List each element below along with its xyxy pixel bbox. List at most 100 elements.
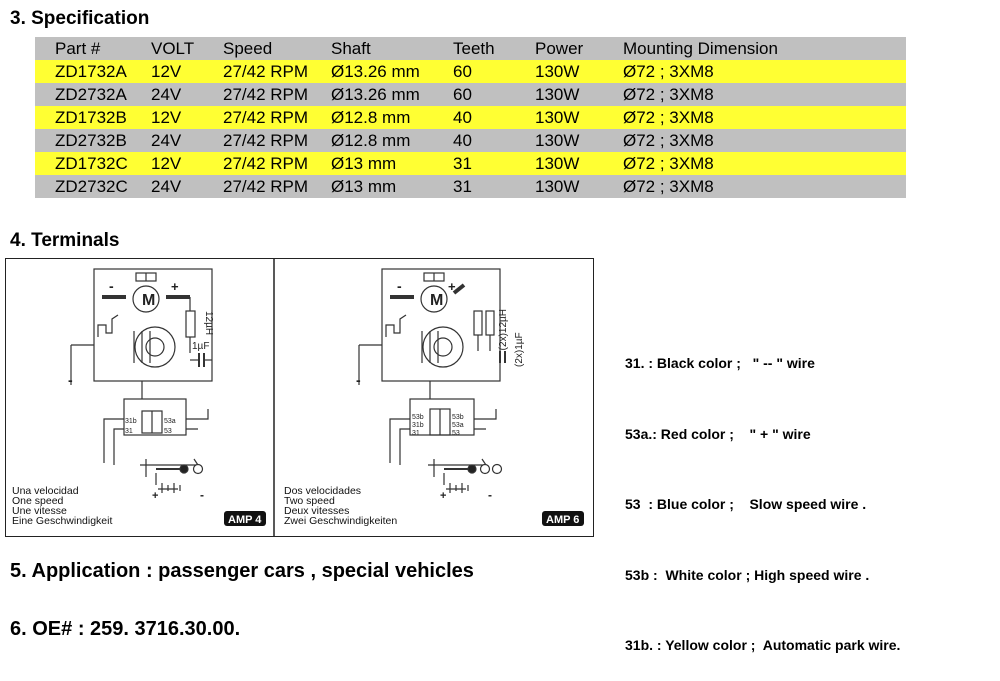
- terminal-31: 31: [125, 428, 133, 435]
- section-title-specification: 3. Specification: [10, 8, 150, 29]
- caption-line: Zwei Geschwindigkeiten: [284, 515, 397, 527]
- inductor-label: (2x)12µH: [498, 309, 509, 350]
- table-cell: 130W: [535, 176, 580, 196]
- table-cell: 130W: [535, 153, 580, 173]
- table-cell: Ø13.26 mm: [331, 84, 420, 104]
- table-cell: 130W: [535, 84, 580, 104]
- table-cell: ZD1732A: [55, 61, 127, 81]
- caption-line: Eine Geschwindigkeit: [12, 515, 112, 527]
- caption-line: Deux vitesses: [284, 505, 349, 517]
- motor-icon: [132, 285, 160, 313]
- table-cell: Ø72 ; 3XM8: [623, 107, 714, 127]
- table-cell: Ø12.8 mm: [331, 107, 411, 127]
- table-cell: 27/42 RPM: [223, 176, 309, 196]
- wiring-diagram-two-speed: [358, 268, 506, 493]
- column-header: VOLT: [151, 38, 195, 58]
- section-title-oe-number: 6. OE# : 259. 3716.30.00.: [10, 618, 241, 640]
- table-cell: 12V: [151, 107, 182, 127]
- legend-item: 31b. : Yellow color ; Automatic park wir…: [625, 637, 901, 653]
- section-title-application: 5. Application : passenger cars , specia…: [10, 560, 474, 582]
- table-cell: 40: [453, 130, 472, 150]
- column-header: Mounting Dimension: [623, 38, 778, 58]
- legend-item: 53a.: Red color ; " + " wire: [625, 425, 811, 442]
- table-cell: Ø72 ; 3XM8: [623, 61, 714, 81]
- table-cell: Ø72 ; 3XM8: [623, 153, 714, 173]
- terminal-53a: 53a: [164, 418, 176, 425]
- motor-icon: [420, 285, 448, 313]
- table-cell: Ø13 mm: [331, 153, 397, 173]
- section-title-terminals: 4. Terminals: [10, 230, 120, 251]
- table-cell: ZD1732B: [55, 107, 127, 127]
- table-cell: 31: [453, 153, 472, 173]
- table-cell: 27/42 RPM: [223, 84, 309, 104]
- column-header: Power: [535, 38, 584, 58]
- terminal-31: 31: [412, 430, 420, 437]
- terminal-31b: 31b: [412, 422, 424, 429]
- column-header: Speed: [223, 38, 273, 58]
- table-cell: 12V: [151, 61, 182, 81]
- specification-table: Part # VOLT Speed Shaft Teeth Power Moun…: [35, 37, 906, 198]
- table-cell: 24V: [151, 84, 182, 104]
- table-cell: 24V: [151, 176, 182, 196]
- motor-label: M: [430, 292, 443, 309]
- ground-minus-label: -: [68, 372, 73, 388]
- caption-line: One speed: [12, 495, 64, 507]
- capacitor-label: (2x)1µF: [514, 332, 525, 367]
- table-cell: ZD2732C: [55, 176, 128, 196]
- table-cell: ZD2732B: [55, 130, 127, 150]
- wiring-diagram-one-speed: [70, 268, 213, 493]
- table-cell: 60: [453, 61, 472, 81]
- inductor-label: 12µH: [203, 311, 214, 335]
- battery-minus-label: -: [488, 488, 492, 502]
- table-cell: 24V: [151, 130, 182, 150]
- table-cell: 130W: [535, 107, 580, 127]
- capacitor-label: 1µF: [192, 341, 209, 352]
- table-cell: ZD2732A: [55, 84, 127, 104]
- wire-color-legend: 31. : Black color ; " -- " wire 53a.: Re…: [625, 305, 900, 681]
- table-cell: Ø72 ; 3XM8: [623, 176, 714, 196]
- amp-badge: AMP 4: [228, 514, 262, 526]
- plus-label: +: [171, 279, 179, 294]
- table-cell: 27/42 RPM: [223, 153, 309, 173]
- table-cell: Ø12.8 mm: [331, 130, 411, 150]
- terminal-53b: 53b: [412, 414, 424, 421]
- motor-label: M: [142, 292, 155, 309]
- legend-item: 53 : Blue color ; Slow speed wire .: [625, 496, 867, 512]
- table-row: ZD2732C 24V 27/42 RPM Ø13 mm 31 130W Ø72…: [35, 175, 906, 198]
- table-cell: Ø13 mm: [331, 176, 397, 196]
- terminal-53: 53: [452, 430, 460, 437]
- caption-line: Two speed: [284, 495, 335, 507]
- ground-minus-label: -: [356, 372, 361, 388]
- terminal-31b: 31b: [125, 418, 137, 425]
- table-cell: 27/42 RPM: [223, 61, 309, 81]
- minus-label: -: [397, 278, 402, 294]
- table-row: ZD1732A 12V 27/42 RPM Ø13.26 mm 60 130W …: [35, 60, 906, 83]
- table-cell: 27/42 RPM: [223, 107, 309, 127]
- battery-plus-label: +: [152, 490, 158, 502]
- battery-minus-label: -: [200, 488, 204, 502]
- table-cell: ZD1732C: [55, 153, 128, 173]
- column-header: Part #: [55, 38, 101, 58]
- plus-label: +: [448, 279, 456, 294]
- legend-item: 31. : Black color ; " -- " wire: [625, 355, 815, 371]
- table-cell: 60: [453, 84, 472, 104]
- table-row: ZD1732C 12V 27/42 RPM Ø13 mm 31 130W Ø72…: [35, 152, 906, 175]
- terminal-53a: 53a: [452, 422, 464, 429]
- column-header: Teeth: [453, 38, 495, 58]
- table-header-row: Part # VOLT Speed Shaft Teeth Power Moun…: [35, 37, 906, 60]
- table-cell: Ø72 ; 3XM8: [623, 84, 714, 104]
- battery-plus-label: +: [440, 490, 446, 502]
- caption-line: Une vitesse: [12, 505, 67, 517]
- terminal-53: 53: [164, 428, 172, 435]
- table-cell: Ø13.26 mm: [331, 61, 420, 81]
- table-row: ZD2732A 24V 27/42 RPM Ø13.26 mm 60 130W …: [35, 83, 906, 106]
- table-cell: 40: [453, 107, 472, 127]
- caption-line: Dos velocidades: [284, 485, 361, 497]
- legend-item: 53b : White color ; High speed wire .: [625, 566, 870, 583]
- table-cell: 27/42 RPM: [223, 130, 309, 150]
- table-cell: 31: [453, 176, 472, 196]
- column-header: Shaft: [331, 38, 371, 58]
- table-cell: Ø72 ; 3XM8: [623, 130, 714, 150]
- amp-badge: AMP 6: [546, 514, 579, 526]
- table-cell: 130W: [535, 61, 580, 81]
